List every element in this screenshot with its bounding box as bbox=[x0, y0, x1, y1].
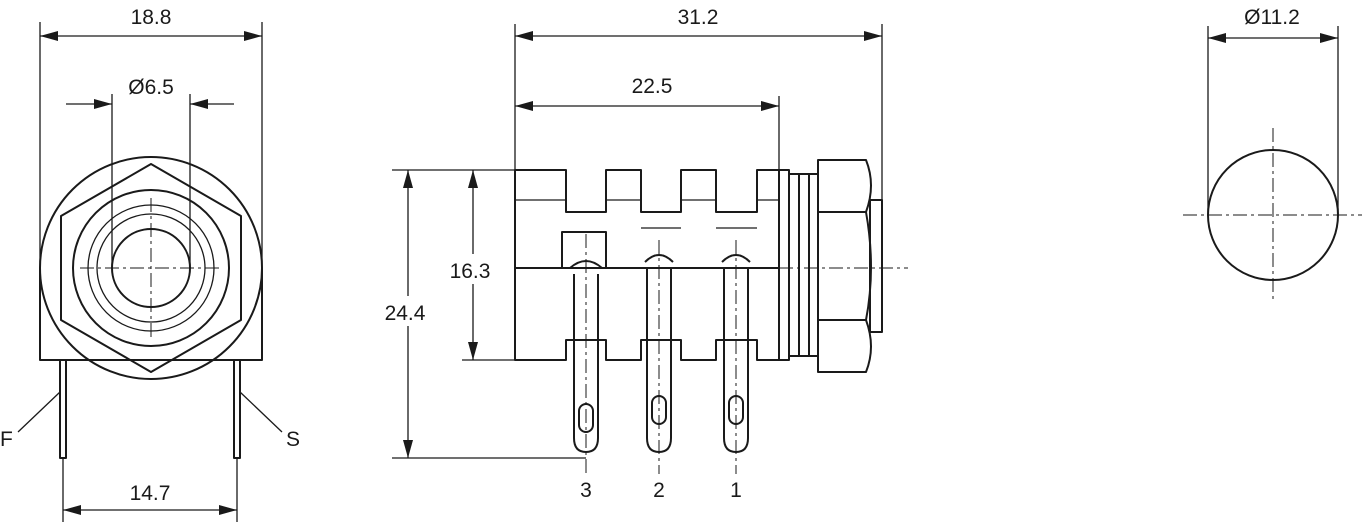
side-sleeve bbox=[869, 199, 883, 333]
dim-31-2: 31.2 bbox=[678, 6, 719, 29]
pin-number-1: 1 bbox=[730, 479, 742, 502]
front-pin-right bbox=[233, 359, 241, 459]
leader-f bbox=[17, 391, 61, 433]
pin-label-f: F bbox=[0, 428, 13, 451]
side-washer bbox=[808, 173, 819, 357]
contact-head-1 bbox=[721, 254, 751, 263]
front-hex-nut bbox=[60, 163, 242, 373]
side-neck-2 bbox=[788, 173, 800, 357]
side-nut-bottom bbox=[817, 319, 872, 373]
pin-number-2: 2 bbox=[653, 479, 665, 502]
leader-s bbox=[239, 391, 283, 433]
front-view: F S 18.8 Ø6.5 14.7 bbox=[0, 6, 300, 522]
dim-18-8: 18.8 bbox=[131, 6, 172, 29]
dim-14-7: 14.7 bbox=[130, 482, 171, 505]
contact-head-2 bbox=[644, 254, 674, 263]
pin-number-3: 3 bbox=[580, 479, 592, 502]
side-nut-mid bbox=[817, 211, 872, 321]
dim-6-5: Ø6.5 bbox=[128, 76, 174, 99]
side-nut-top bbox=[817, 159, 872, 213]
dim-16-3: 16.3 bbox=[450, 260, 491, 283]
end-view: Ø11.2 bbox=[1183, 6, 1362, 302]
side-neck-3 bbox=[798, 173, 810, 357]
side-neck-1 bbox=[778, 169, 790, 361]
dim-24-4: 24.4 bbox=[385, 302, 426, 325]
dim-11-2: Ø11.2 bbox=[1244, 6, 1300, 29]
side-view: 3 2 1 31.2 22.5 24.4 16.3 bbox=[376, 6, 908, 502]
front-ring-outer bbox=[72, 189, 230, 347]
front-pin-left bbox=[59, 359, 67, 459]
front-flange bbox=[39, 268, 263, 361]
dim-22-5: 22.5 bbox=[632, 75, 673, 98]
pin-label-s: S bbox=[286, 428, 300, 451]
side-contact-block bbox=[561, 231, 607, 269]
